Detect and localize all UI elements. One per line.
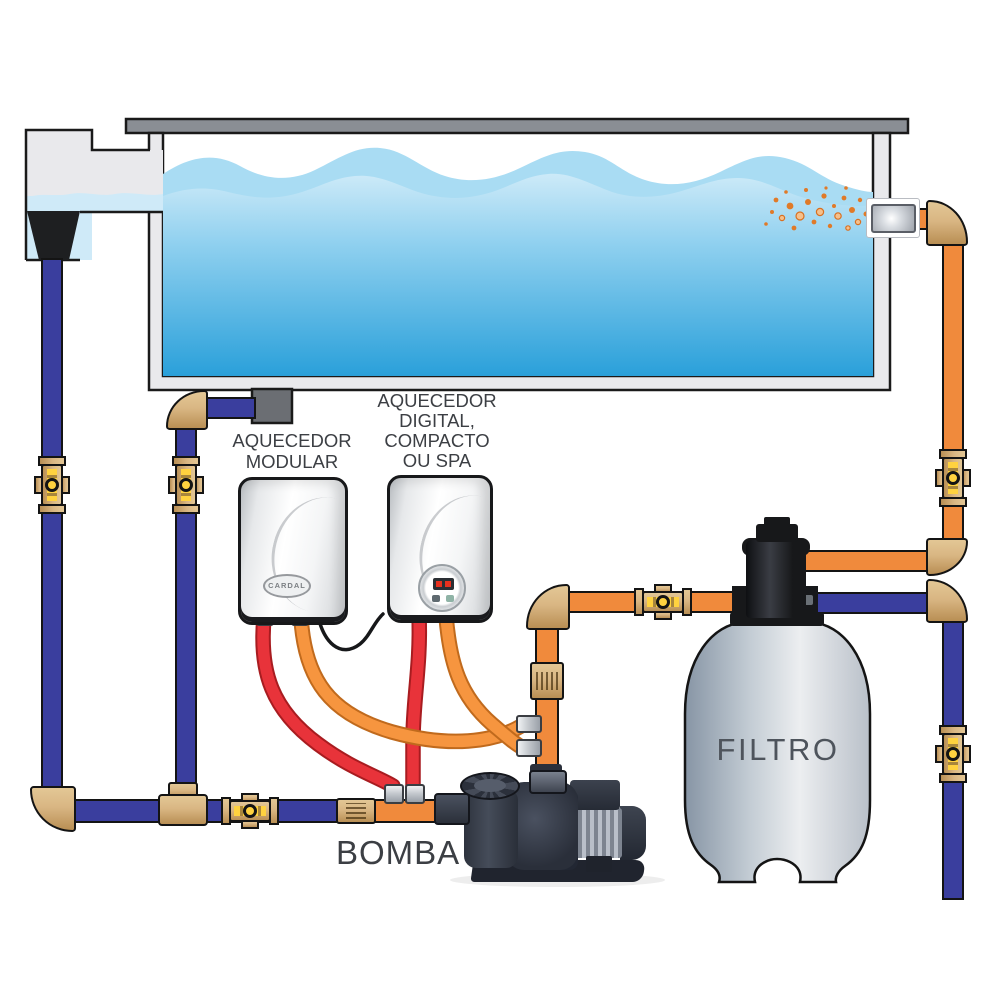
main-drain [250, 387, 294, 425]
return-jet-fitting [871, 204, 916, 233]
bubble [841, 195, 847, 201]
label-line: COMPACTO [384, 430, 490, 451]
bubble [854, 218, 862, 226]
pump [430, 755, 665, 895]
bubble [849, 207, 855, 213]
valve-handle [756, 524, 798, 542]
strainer-lid-center [474, 779, 506, 792]
skimmer-body [25, 129, 163, 196]
motor-electrical-box [570, 780, 620, 810]
bubble [857, 197, 863, 203]
label-line: OU SPA [402, 450, 472, 471]
hose-coupling-orange-1 [516, 715, 542, 733]
hose-coupling-orange-2 [516, 739, 542, 757]
valve-return-riser [935, 449, 971, 507]
bubble [773, 197, 779, 203]
union-ridges [536, 672, 558, 690]
modular-heater-orange-hose [295, 612, 527, 748]
valve-handle-knob [764, 517, 790, 527]
heater-modular: CARDAL [238, 477, 348, 625]
display-digit [436, 581, 442, 587]
label-line: AQUECEDOR [377, 390, 497, 411]
discharge-coupling [529, 770, 567, 794]
bubble [805, 199, 811, 205]
digital-heater-orange-hose [440, 610, 529, 754]
pump-foot [586, 856, 612, 872]
heater-modular-label: AQUECEDOR MODULAR [222, 430, 362, 472]
union-ridges [346, 803, 366, 819]
strainer-pot [464, 790, 518, 868]
skimmer-outline [24, 128, 150, 260]
hose-coupling-red-2 [405, 784, 425, 804]
panel-button-right [446, 595, 454, 602]
label-line: DIGITAL, [399, 410, 475, 431]
pump-inlet-fitting [434, 793, 470, 825]
display-digit [445, 581, 451, 587]
heater-brand-badge: CARDAL [263, 574, 311, 598]
valve-suction-manifold [221, 793, 279, 829]
digital-control-panel [418, 564, 466, 612]
bubble [832, 204, 836, 208]
bubble [821, 193, 827, 199]
valve-drain-line [168, 456, 204, 514]
union-fitting-suction [336, 798, 376, 824]
panel-button-left [432, 595, 440, 602]
bubble [778, 214, 786, 222]
filter-label: FILTRO [716, 732, 840, 767]
bubble [791, 225, 797, 231]
port-nut [803, 595, 813, 605]
digital-display [433, 578, 454, 590]
filter-multiport-valve [746, 540, 806, 618]
heater-digital-label: AQUECEDOR DIGITAL, COMPACTO OU SPA [372, 391, 502, 471]
valve-pump-to-filter [634, 584, 692, 620]
bubble [845, 225, 851, 231]
skimmer-weir [27, 211, 80, 260]
bubble [795, 211, 805, 221]
heater-digital [387, 475, 493, 623]
digital-heater-red-hose [407, 610, 426, 792]
bubble [824, 186, 828, 190]
pump-volute [506, 782, 578, 870]
bubble [827, 223, 833, 229]
bubble [811, 219, 817, 225]
valve-waste-riser [935, 725, 971, 783]
label-line: AQUECEDOR [232, 430, 352, 451]
motor-end-cap [620, 806, 646, 860]
heater-shine [259, 486, 345, 622]
pump-label: BOMBA [336, 834, 461, 871]
bubble [844, 186, 848, 190]
bubble [764, 222, 768, 226]
bubble [770, 210, 774, 214]
bubble [815, 207, 825, 217]
valve-skimmer-line [34, 456, 70, 514]
bubble [834, 212, 842, 220]
bubble [786, 202, 794, 210]
union-fitting-riser [530, 662, 564, 700]
skimmer-throat-water [26, 193, 163, 212]
pool-water [163, 173, 873, 376]
modular-heater-red-hose [257, 612, 399, 792]
heater-interconnect-cable [314, 604, 385, 652]
filter-inlet-port [732, 586, 748, 616]
label-line: MODULAR [245, 451, 339, 472]
pool-deck [124, 117, 910, 135]
hose-coupling-red-1 [384, 784, 404, 804]
tee-fitting [158, 794, 208, 826]
bubble [804, 188, 808, 192]
motor-cooling-fins [574, 808, 622, 858]
bubble [784, 190, 788, 194]
